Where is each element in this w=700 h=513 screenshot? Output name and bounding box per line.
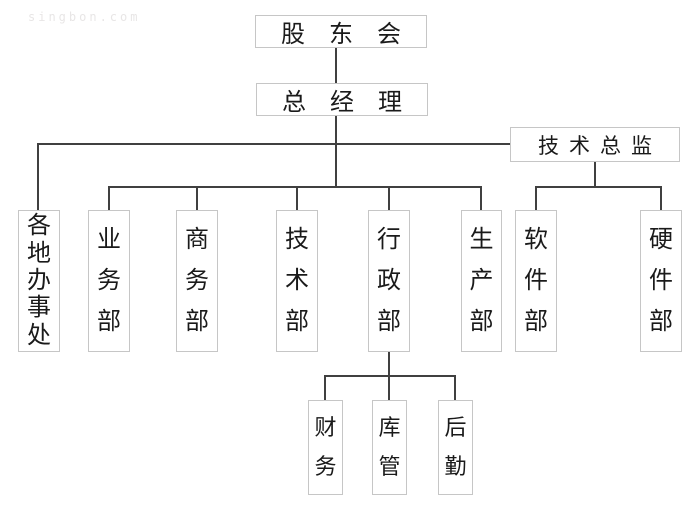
- node-general-manager: 总经理: [256, 83, 428, 116]
- node-shareholders-meeting: 股东会: [255, 15, 427, 48]
- node-shareholders-meeting-label: 股东会: [281, 22, 425, 48]
- node-dept-business: 业务部: [88, 210, 130, 352]
- node-dept-software: 软件部: [515, 210, 557, 352]
- node-tech-director-label: 技术总监: [538, 133, 662, 158]
- connector-stub-finance: [324, 375, 326, 400]
- node-dept-hardware: 硬件部: [640, 210, 682, 352]
- node-tech-director: 技术总监: [510, 127, 680, 162]
- node-sub-logistics: 后勤: [438, 400, 473, 495]
- connector-gm-to-branch: [335, 116, 337, 187]
- node-dept-offices: 各地办事处: [18, 210, 60, 352]
- connector-stub-admin: [388, 186, 390, 210]
- connector-root-to-gm: [335, 48, 337, 83]
- connector-stub-hardware: [660, 186, 662, 210]
- connector-stub-tech: [296, 186, 298, 210]
- node-sub-warehouse: 库管: [372, 400, 407, 495]
- connector-stub-business: [108, 186, 110, 210]
- connector-riser-offices: [37, 143, 39, 210]
- node-general-manager-label: 总经理: [282, 90, 426, 116]
- connector-stub-logistics: [454, 375, 456, 400]
- node-dept-production: 生产部: [461, 210, 502, 352]
- connector-stub-software: [535, 186, 537, 210]
- connector-admin-branch-line: [324, 375, 456, 377]
- connector-td-down: [594, 162, 596, 187]
- connector-td-branch-line: [535, 186, 662, 188]
- connector-stub-production: [480, 186, 482, 210]
- watermark-text: singbon.com: [28, 10, 141, 24]
- node-dept-commerce: 商务部: [176, 210, 218, 352]
- node-sub-finance: 财务: [308, 400, 343, 495]
- node-dept-tech: 技术部: [276, 210, 318, 352]
- connector-main-branch-line: [108, 186, 482, 188]
- node-dept-admin: 行政部: [368, 210, 410, 352]
- connector-stub-commerce: [196, 186, 198, 210]
- connector-gm-cross-line: [37, 143, 510, 145]
